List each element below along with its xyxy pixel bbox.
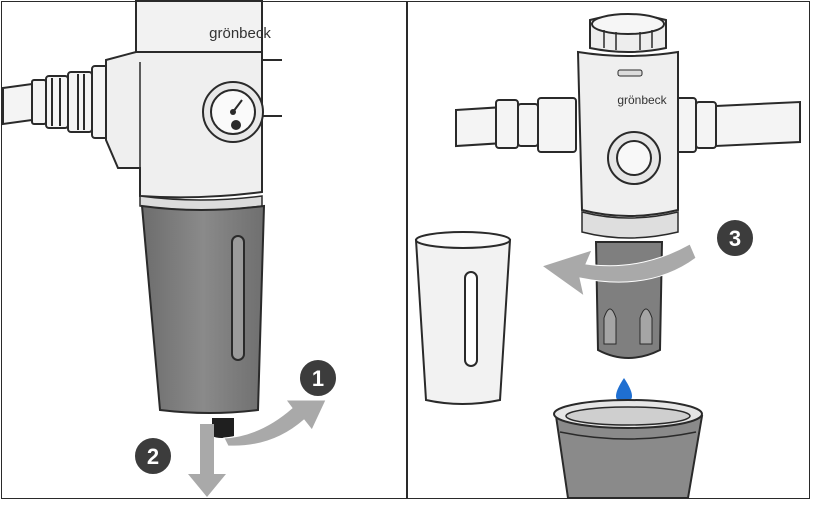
right-panel: grönbeck 3: [416, 14, 800, 498]
step-badge-2: 2: [134, 437, 172, 475]
step-number-1: 1: [312, 366, 324, 391]
filter-cup-left: [142, 206, 264, 413]
brand-logo-right: grönbeck: [617, 93, 667, 107]
pressure-gauge-icon: [203, 82, 263, 142]
inlet-pipe: [3, 66, 116, 138]
step-badge-1: 1: [299, 359, 337, 397]
cup-window-left: [232, 236, 244, 360]
filter-cup-right: [416, 232, 510, 404]
step-badge-3: 3: [716, 219, 754, 257]
bucket: [554, 400, 702, 498]
front-port: [608, 132, 660, 184]
brand-logo-left: grönbeck: [209, 25, 271, 42]
step-number-3: 3: [729, 226, 741, 251]
step-number-2: 2: [147, 444, 159, 469]
left-panel: grönbeck 1: [3, 1, 337, 497]
panel-divider: [406, 1, 408, 499]
filter-crown: [590, 14, 666, 52]
